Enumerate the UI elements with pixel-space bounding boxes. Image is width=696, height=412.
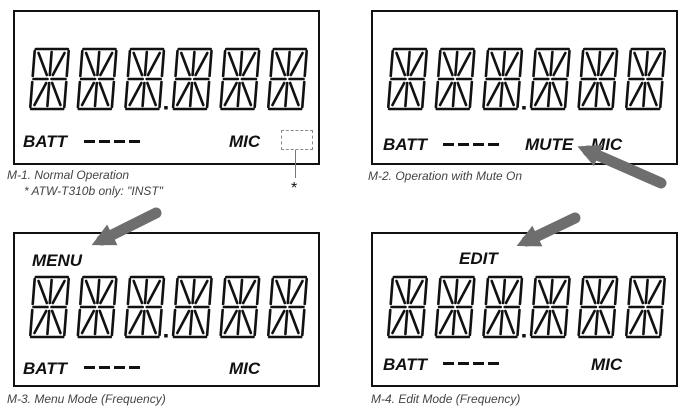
lcd-digits-m2 <box>387 47 666 111</box>
mic-indicator: MIC <box>229 132 261 151</box>
lcd-digits-m3 <box>29 275 308 339</box>
lcd-digit <box>434 275 476 339</box>
batt-indicator: BATT <box>23 359 68 378</box>
lcd-digit <box>482 47 524 111</box>
menu-indicator: MENU <box>32 251 83 270</box>
lcd-digit <box>529 47 571 111</box>
battery-level-dashes <box>84 140 140 143</box>
lcd-digit <box>267 275 308 339</box>
edit-indicator: EDIT <box>459 249 498 268</box>
lcd-digits-m4 <box>387 275 666 339</box>
lcd-digit <box>387 47 428 111</box>
lcd-digit <box>171 275 213 339</box>
caption-m2: M-2. Operation with Mute On <box>368 169 523 183</box>
lcd-digit <box>124 275 166 339</box>
caption-m3: M-3. Menu Mode (Frequency) <box>7 392 166 406</box>
lcd-digit <box>529 275 571 339</box>
arrow-to-menu-icon <box>91 207 162 246</box>
lcd-digit <box>219 275 261 339</box>
arrow-to-mute-icon <box>577 145 667 189</box>
lcd-digit <box>171 47 213 111</box>
lcd-digit <box>76 47 118 111</box>
caption-m1: M-1. Normal Operation <box>7 168 130 182</box>
lcd-panel-m1: BATT MIC <box>13 10 320 165</box>
lcd-digits-m1 <box>29 47 308 111</box>
lcd-digit <box>625 47 666 111</box>
lcd-decimal-point <box>164 106 168 110</box>
lcd-decimal-point <box>164 334 168 338</box>
lcd-decimal-point <box>522 334 526 338</box>
lcd-digit <box>124 47 166 111</box>
inst-footnote: * ATW-T310b only: "INST" <box>24 184 164 198</box>
lcd-panel-m4: EDIT BATT MIC <box>371 232 678 387</box>
lcd-digit <box>482 275 524 339</box>
batt-indicator: BATT <box>383 355 428 374</box>
mute-indicator: MUTE <box>525 135 574 154</box>
batt-indicator: BATT <box>23 132 68 151</box>
lcd-digit <box>577 47 619 111</box>
lcd-digit <box>76 275 118 339</box>
lcd-decimal-point <box>522 106 526 110</box>
batt-indicator: BATT <box>383 135 428 154</box>
note-leader-line <box>295 150 296 178</box>
lcd-digit <box>387 275 428 339</box>
lcd-digit <box>577 275 619 339</box>
inst-indicator-placeholder <box>281 130 313 150</box>
mic-indicator: MIC <box>591 355 623 374</box>
lcd-digit <box>29 275 70 339</box>
lcd-digit <box>434 47 476 111</box>
battery-level-dashes <box>84 366 140 369</box>
lcd-digit <box>29 47 70 111</box>
lcd-panel-m2: BATT MUTE MIC <box>371 10 678 165</box>
lcd-digit <box>625 275 666 339</box>
lcd-digit <box>219 47 261 111</box>
caption-m4: M-4. Edit Mode (Frequency) <box>371 392 521 406</box>
lcd-panel-m3: MENU BATT MIC <box>13 232 320 387</box>
mic-indicator: MIC <box>229 359 261 378</box>
battery-level-dashes <box>443 143 499 146</box>
battery-level-dashes <box>443 362 499 365</box>
arrow-to-edit-icon <box>516 212 581 247</box>
note-asterisk: * <box>291 180 298 197</box>
lcd-digit <box>267 47 308 111</box>
